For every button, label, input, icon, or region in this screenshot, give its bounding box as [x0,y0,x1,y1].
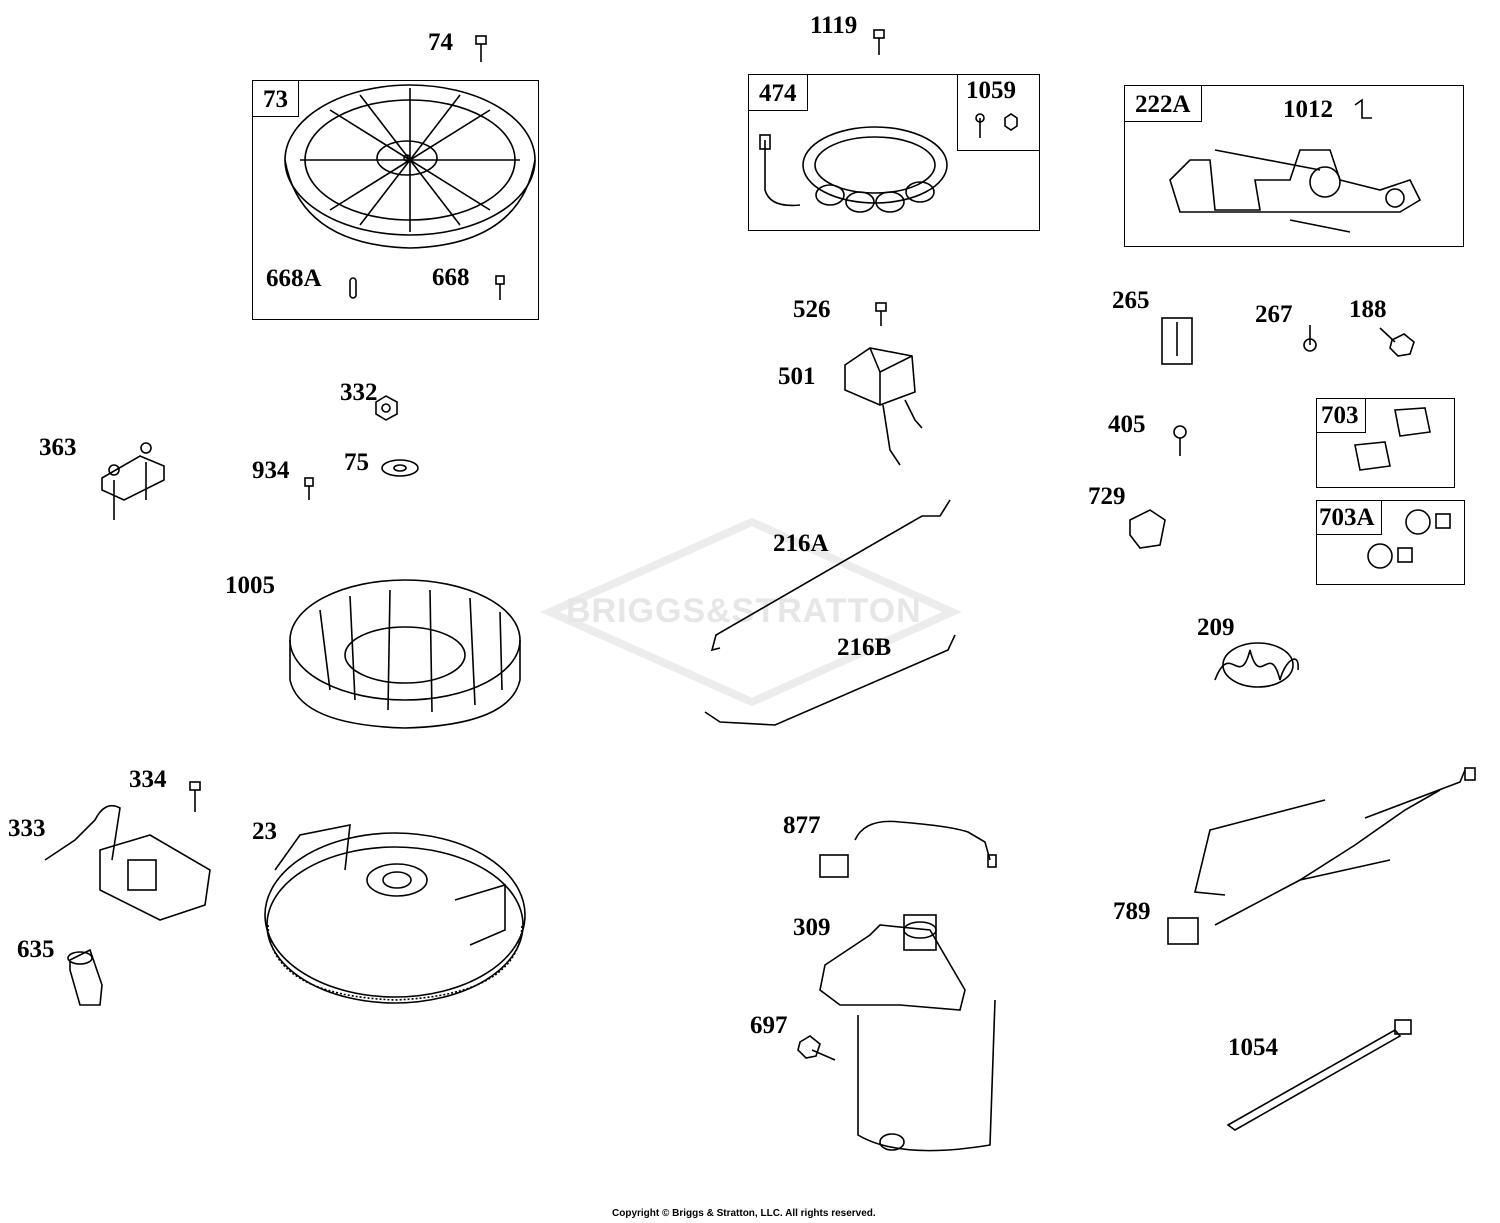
part-label-635: 635 [17,936,55,963]
part-label-1012: 1012 [1283,96,1333,123]
part-363-bracket [101,442,165,520]
part-label-309: 309 [793,914,831,941]
part-label-526: 526 [793,296,831,323]
part-label-474: 474 [749,75,808,111]
group-box-703 [1316,398,1455,488]
part-label-265: 265 [1112,287,1150,314]
part-23-flywheel [264,824,526,1004]
part-label-209: 209 [1197,614,1235,641]
part-label-73: 73 [253,81,299,117]
group-box-474 [748,74,1040,231]
part-label-216A: 216A [773,530,829,557]
part-73-screen [284,84,536,249]
part-474-alternator [759,126,948,213]
part-label-267: 267 [1255,301,1293,328]
part-label-405: 405 [1108,411,1146,438]
part-label-222A: 222A [1125,86,1202,122]
group-box-73 [252,80,539,320]
part-label-74: 74 [428,29,453,56]
part-label-1119: 1119 [810,12,858,39]
part-label-75: 75 [344,449,369,476]
part-74-bolt [475,35,487,62]
part-label-703: 703 [1317,399,1366,433]
part-label-363: 363 [39,434,77,461]
part-label-729: 729 [1088,483,1126,510]
part-label-703A: 703A [1317,501,1382,535]
part-label-188: 188 [1349,296,1387,323]
part-label-789: 789 [1113,898,1151,925]
part-789-harness [1167,767,1476,945]
part-label-934: 934 [252,457,290,484]
part-label-668A: 668A [266,265,322,292]
part-label-877: 877 [783,812,821,839]
part-label-334: 334 [129,766,167,793]
part-label-697: 697 [750,1012,788,1039]
part-label-668: 668 [432,264,470,291]
part-label-1005: 1005 [225,572,275,599]
group-box-703A [1316,500,1465,585]
group-box-1059 [957,74,1040,151]
part-222A-bracket [1169,149,1422,233]
part-label-333: 333 [8,815,46,842]
part-label-216B: 216B [837,634,892,661]
part-label-332: 332 [340,379,378,406]
copyright-notice: Copyright © Briggs & Stratton, LLC. All … [612,1208,876,1219]
part-501-regulator [844,347,923,466]
part-333-coil [44,804,211,921]
part-label-1054: 1054 [1228,1034,1278,1061]
part-label-23: 23 [252,818,277,845]
part-label-1059: 1059 [966,77,1016,104]
group-box-222A [1124,85,1464,247]
part-label-501: 501 [778,363,816,390]
watermark-text: BRIGGS&STRATTON [566,592,922,630]
part-309-starter [819,914,996,1152]
part-1005-fan [289,579,521,729]
